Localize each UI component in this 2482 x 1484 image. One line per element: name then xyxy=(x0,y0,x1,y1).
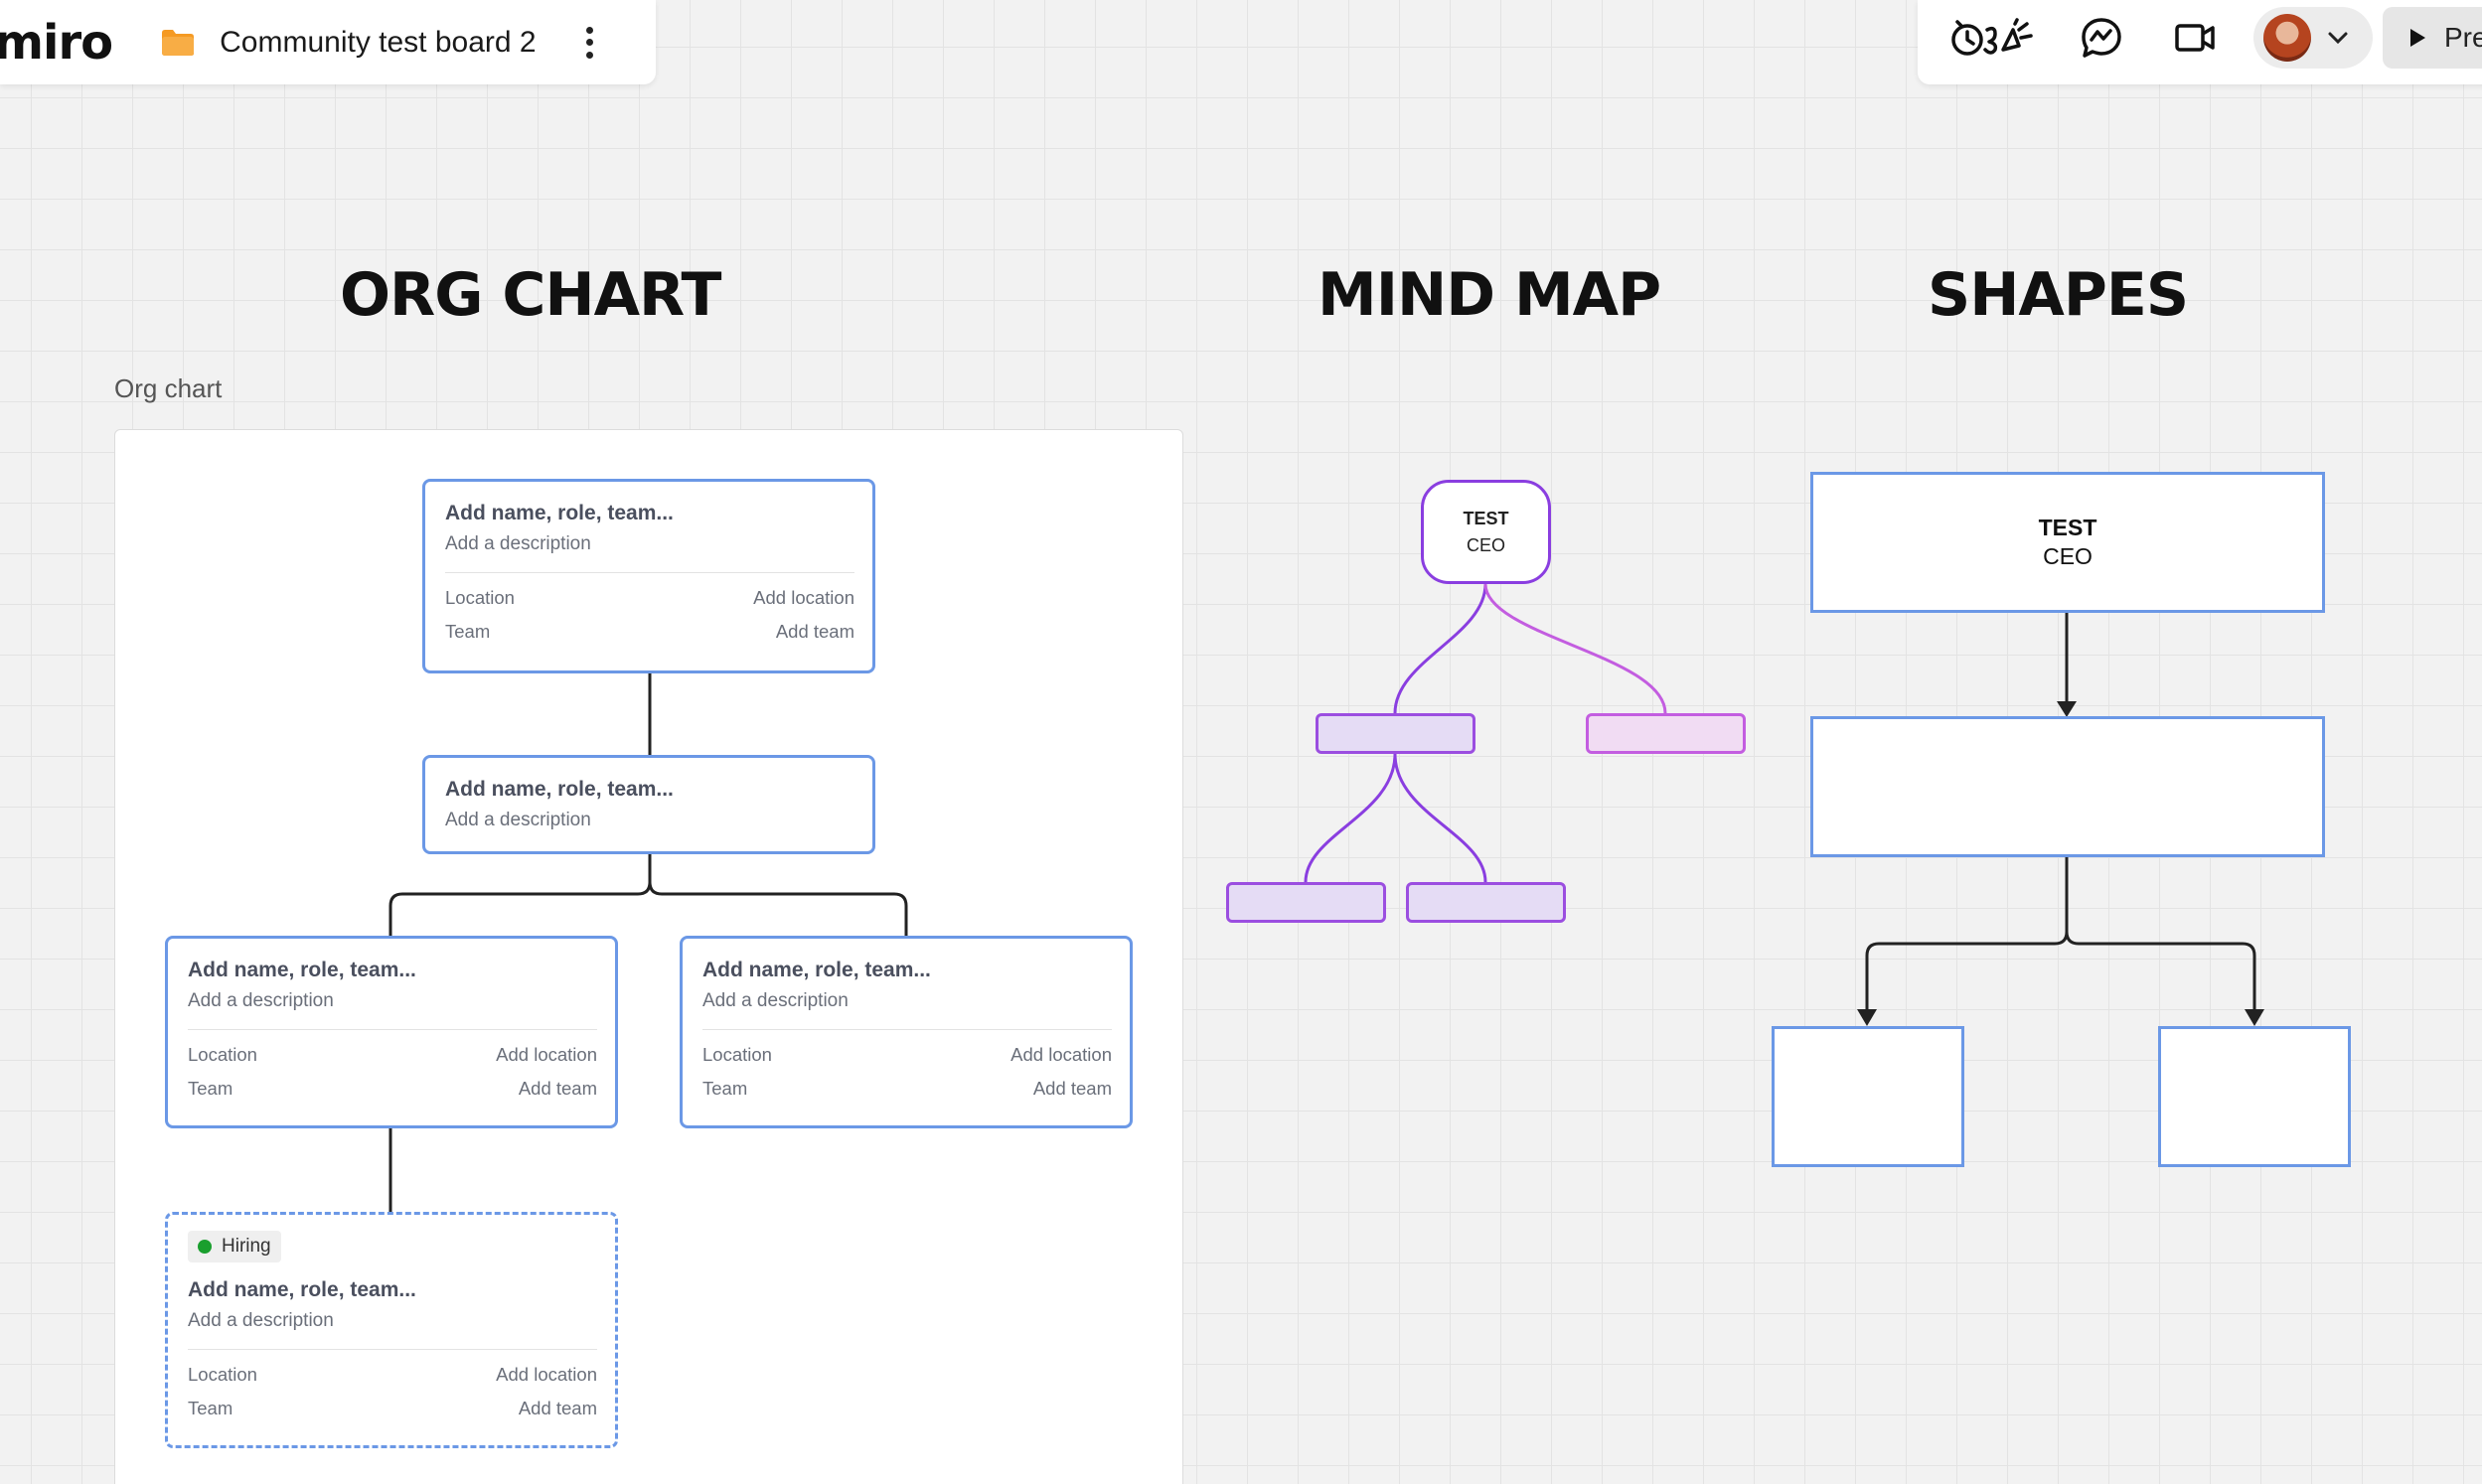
folder-icon[interactable] xyxy=(160,29,196,57)
shape-line2: CEO xyxy=(2043,543,2093,569)
team-value[interactable]: Add team xyxy=(1032,1078,1112,1099)
location-value[interactable]: Add location xyxy=(496,1364,597,1385)
collaboration-toolbar: Pre xyxy=(1918,0,2482,84)
shape-box[interactable] xyxy=(1772,1026,1964,1167)
team-label: Team xyxy=(188,1078,233,1099)
org-card-root[interactable]: Add name, role, team... Add a descriptio… xyxy=(422,479,875,673)
location-label: Location xyxy=(188,1044,257,1065)
team-value[interactable]: Add team xyxy=(518,1398,597,1418)
chat-icon[interactable] xyxy=(2077,14,2126,62)
shapes-heading: SHAPES xyxy=(1928,260,2189,330)
shape-box[interactable] xyxy=(1810,716,2325,857)
status-dot-icon xyxy=(198,1240,212,1254)
shape-ceo-box[interactable]: TEST CEO xyxy=(1810,472,2325,613)
present-label: Pre xyxy=(2444,22,2482,53)
location-label: Location xyxy=(445,587,515,608)
card-title[interactable]: Add name, role, team... xyxy=(445,502,674,524)
location-value[interactable]: Add location xyxy=(496,1044,597,1065)
reactions-icon[interactable] xyxy=(1947,14,2037,62)
card-divider xyxy=(445,572,854,573)
card-description[interactable]: Add a description xyxy=(188,1310,334,1331)
team-label: Team xyxy=(702,1078,748,1099)
mind-map-node[interactable] xyxy=(1316,713,1475,754)
board-header: miro Community test board 2 xyxy=(0,0,656,84)
video-icon[interactable] xyxy=(2170,14,2220,62)
avatar[interactable] xyxy=(2263,14,2311,62)
org-card-hiring[interactable]: Hiring Add name, role, team... Add a des… xyxy=(165,1212,618,1448)
board-title[interactable]: Community test board 2 xyxy=(220,25,537,59)
card-description[interactable]: Add a description xyxy=(188,990,334,1011)
location-value[interactable]: Add location xyxy=(1010,1044,1112,1065)
mind-map-heading: MIND MAP xyxy=(1318,260,1661,330)
team-label: Team xyxy=(445,621,491,642)
location-label: Location xyxy=(702,1044,772,1065)
team-value[interactable]: Add team xyxy=(775,621,854,642)
play-icon xyxy=(2410,29,2425,47)
team-label: Team xyxy=(188,1398,233,1418)
hiring-label: Hiring xyxy=(222,1236,271,1257)
org-chart-heading: ORG CHART xyxy=(340,260,721,330)
shape-line1: TEST xyxy=(2038,515,2097,540)
root-line2: CEO xyxy=(1466,534,1505,555)
team-value[interactable]: Add team xyxy=(518,1078,597,1099)
mind-map-node[interactable] xyxy=(1586,713,1746,754)
org-card-right[interactable]: Add name, role, team... Add a descriptio… xyxy=(680,936,1133,1128)
miro-logo[interactable]: miro xyxy=(0,14,113,71)
card-divider xyxy=(188,1349,597,1350)
present-button[interactable]: Pre xyxy=(2383,7,2482,69)
card-description[interactable]: Add a description xyxy=(445,810,591,830)
card-divider xyxy=(188,1029,597,1030)
card-description[interactable]: Add a description xyxy=(702,990,849,1011)
mind-map-node[interactable] xyxy=(1226,882,1386,923)
card-title[interactable]: Add name, role, team... xyxy=(188,959,416,981)
root-line1: TEST xyxy=(1463,508,1509,528)
card-title[interactable]: Add name, role, team... xyxy=(702,959,931,981)
shape-box[interactable] xyxy=(2158,1026,2351,1167)
hiring-badge[interactable]: Hiring xyxy=(188,1231,281,1262)
card-title[interactable]: Add name, role, team... xyxy=(188,1278,416,1301)
frame-label[interactable]: Org chart xyxy=(114,373,223,403)
card-description[interactable]: Add a description xyxy=(445,533,591,554)
user-menu[interactable] xyxy=(2253,7,2373,69)
org-card-level2[interactable]: Add name, role, team... Add a descriptio… xyxy=(422,755,875,854)
location-label: Location xyxy=(188,1364,257,1385)
chevron-down-icon[interactable] xyxy=(2327,31,2349,45)
org-card-left[interactable]: Add name, role, team... Add a descriptio… xyxy=(165,936,618,1128)
more-options-icon[interactable] xyxy=(580,23,600,63)
mind-map-node[interactable] xyxy=(1406,882,1566,923)
card-title[interactable]: Add name, role, team... xyxy=(445,778,674,801)
card-divider xyxy=(702,1029,1112,1030)
mind-map-root-node[interactable]: TEST CEO xyxy=(1421,480,1551,584)
location-value[interactable]: Add location xyxy=(753,587,854,608)
